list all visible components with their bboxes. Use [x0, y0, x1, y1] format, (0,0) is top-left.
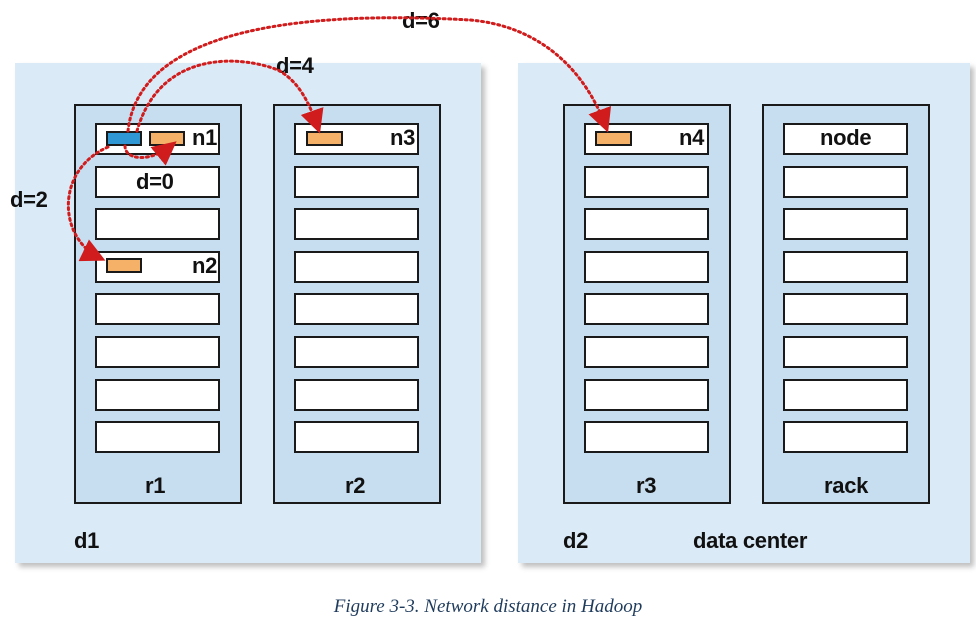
distance-label-d6: d=6: [402, 8, 440, 33]
node-slot-r3-5: [584, 293, 709, 326]
node-slot-r2-6: [294, 336, 419, 368]
node-slot-r3-2: [584, 165, 709, 198]
datacenter-label-d1: d1: [74, 528, 100, 553]
arrow-d6: [126, 16, 612, 133]
datacenter-label-d2: d2: [563, 528, 589, 553]
node-slot-legend-3: [783, 208, 908, 241]
distance-label-d0: d=0: [136, 169, 174, 194]
node-slot-legend-7: [783, 378, 908, 411]
node-slot-r3-8: [584, 421, 709, 454]
node-label-n1: n1: [192, 125, 218, 150]
node-label-n2: n2: [192, 253, 218, 278]
node-slot-r1-2: [95, 165, 220, 198]
node-label-legend: node: [820, 125, 872, 150]
node-slot-r2-2: [294, 165, 419, 198]
node-slot-r1-7: [95, 378, 220, 411]
distance-label-d2: d=2: [10, 187, 48, 212]
node-slot-legend-6: [783, 336, 908, 368]
node-slot-r2-3: [294, 208, 419, 241]
node-slot-legend-1: [783, 123, 908, 155]
node-slot-r1-3: [95, 208, 220, 241]
node-slot-r3-4: [584, 250, 709, 283]
arrow-d0: [123, 141, 177, 166]
node-slot-r3-3: [584, 208, 709, 241]
node-slot-r3-7: [584, 378, 709, 411]
rack-label-legend: rack: [824, 473, 869, 498]
node-slot-r3-6: [584, 336, 709, 368]
node-slot-r2-7: [294, 378, 419, 411]
figure-caption: Figure 3-3. Network distance in Hadoop: [333, 596, 643, 617]
node-slot-legend-8: [783, 421, 908, 454]
rack-label-r3: r3: [636, 473, 657, 498]
datacenter-caption: data center: [693, 528, 808, 553]
replica-block-n3: [306, 131, 343, 146]
replica-block-n4: [595, 131, 632, 146]
node-slot-r1-5: [95, 293, 220, 326]
node-slot-legend-4: [783, 250, 908, 283]
replica-block-n2: [106, 258, 142, 273]
arrow-d2: [66, 145, 110, 262]
rack-label-r2: r2: [345, 473, 366, 498]
node-slot-r1-6: [95, 336, 220, 368]
rack-label-r1: r1: [145, 473, 166, 498]
arrow-d4: [135, 59, 324, 134]
node-slot-r2-8: [294, 421, 419, 454]
node-slot-r2-4: [294, 250, 419, 283]
node-slot-r2-5: [294, 293, 419, 326]
node-slot-legend-5: [783, 293, 908, 326]
node-label-n4: n4: [679, 125, 705, 150]
node-slot-r1-8: [95, 421, 220, 454]
node-label-n3: n3: [390, 125, 416, 150]
node-slot-legend-2: [783, 165, 908, 198]
